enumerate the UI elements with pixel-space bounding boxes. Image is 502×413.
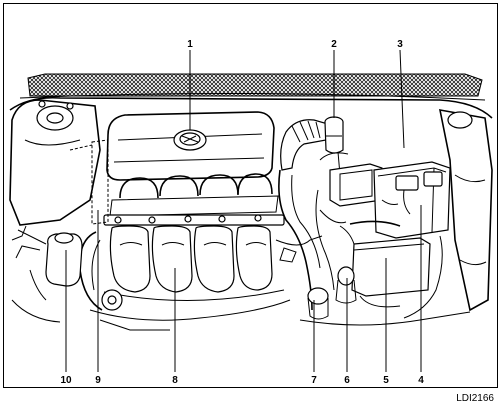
ignition-coils (109, 173, 279, 217)
power-steering-reservoir (307, 287, 329, 320)
callout-3: 3 (397, 39, 403, 50)
leader-lines (65, 49, 422, 372)
coolant-reservoir (15, 229, 83, 301)
figure-border (3, 3, 498, 388)
battery (373, 161, 451, 239)
callout-6: 6 (344, 375, 350, 386)
fuse-relay-box (319, 152, 383, 207)
air-intake-duct (278, 119, 329, 311)
figure-code: LDI2166 (456, 393, 494, 404)
cowl-grille (27, 73, 483, 97)
callout-10: 10 (60, 375, 72, 386)
strut-tower-right (438, 109, 493, 312)
callout-4: 4 (418, 375, 424, 386)
callout-5: 5 (383, 375, 389, 386)
callout-1: 1 (187, 39, 193, 50)
window-washer-reservoir (335, 266, 357, 304)
strut-tower-left (9, 99, 101, 226)
intake-manifold (103, 214, 285, 301)
callout-2: 2 (331, 39, 337, 50)
callout-8: 8 (172, 375, 178, 386)
air-cleaner (339, 220, 431, 308)
callout-7: 7 (311, 375, 317, 386)
engine-oil-filler-cap (173, 129, 207, 151)
callout-9: 9 (95, 375, 101, 386)
hidden-component-outline (91, 139, 109, 225)
